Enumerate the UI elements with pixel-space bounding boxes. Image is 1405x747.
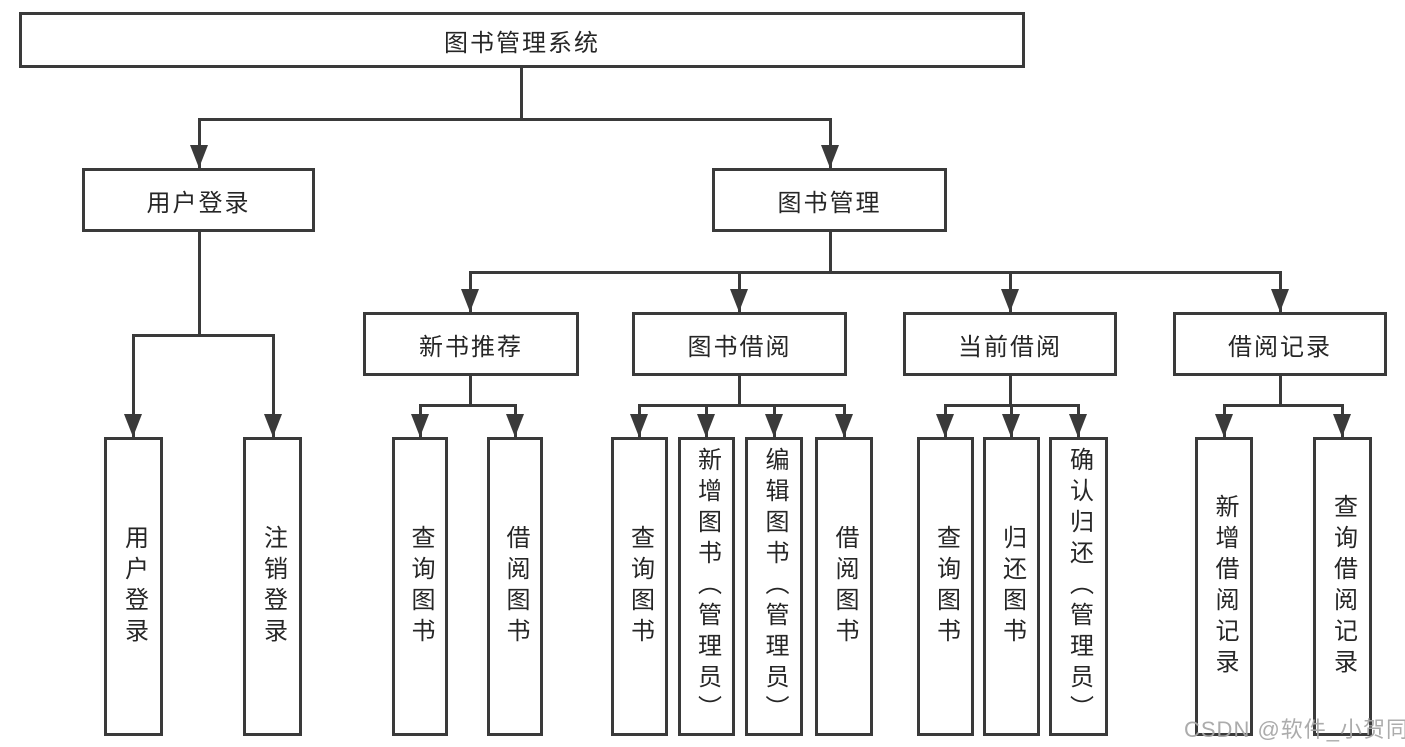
node-leaf-cb-confirm-return: 确认归还（管理员）: [1049, 437, 1108, 736]
node-leaf-nbr-query-books: 查询图书: [392, 437, 448, 736]
node-current-borrowing-label: 当前借阅: [958, 333, 1062, 361]
node-leaf-logout-label: 注销登录: [259, 524, 287, 649]
node-current-borrowing: 当前借阅: [903, 312, 1117, 376]
arrowhead-down: [1001, 289, 1019, 312]
connector-line: [197, 118, 201, 168]
arrowhead-down: [461, 289, 479, 312]
node-leaf-bb-edit-books-label: 编辑图书（管理员）: [761, 447, 788, 726]
arrowhead-down: [124, 414, 142, 437]
arrowhead-down: [1002, 414, 1020, 437]
node-borrowing-records: 借阅记录: [1173, 312, 1387, 376]
node-borrowing-records-label: 借阅记录: [1228, 333, 1332, 361]
arrowhead-down: [821, 145, 839, 168]
node-leaf-bb-edit-books: 编辑图书（管理员）: [745, 437, 803, 736]
connector-line: [271, 334, 275, 437]
arrowhead-down: [936, 414, 954, 437]
node-leaf-bb-query-books-label: 查询图书: [626, 524, 654, 649]
node-leaf-bb-borrow-books: 借阅图书: [815, 437, 873, 736]
arrowhead-down: [1069, 414, 1087, 437]
node-leaf-cb-confirm-return-label: 确认归还（管理员）: [1065, 447, 1093, 726]
arrowhead-down: [264, 414, 282, 437]
arrowhead-down: [1271, 289, 1289, 312]
connector-line: [131, 334, 275, 337]
node-leaf-cb-query-books: 查询图书: [917, 437, 974, 736]
connector-line: [1278, 376, 1282, 406]
arrowhead-down: [1333, 414, 1351, 437]
connector-line: [637, 404, 846, 407]
node-leaf-br-query-record-label: 查询借阅记录: [1329, 493, 1357, 680]
node-root: 图书管理系统: [19, 12, 1025, 68]
arrowhead-down: [730, 289, 748, 312]
node-new-book-recommend: 新书推荐: [363, 312, 579, 376]
csdn-watermark: CSDN @软件_小贺同学: [1184, 717, 1405, 742]
node-leaf-cb-return-books: 归还图书: [983, 437, 1040, 736]
connector-line: [418, 404, 517, 407]
node-book-borrowing: 图书借阅: [632, 312, 847, 376]
connector-line: [468, 376, 472, 406]
arrowhead-down: [765, 414, 783, 437]
connector-line: [828, 232, 832, 274]
node-leaf-logout: 注销登录: [243, 437, 302, 736]
connector-line: [468, 271, 1282, 274]
arrowhead-down: [411, 414, 429, 437]
node-user-login-label: 用户登录: [146, 189, 251, 217]
node-leaf-br-add-record: 新增借阅记录: [1195, 437, 1253, 736]
connector-line: [519, 68, 523, 120]
node-leaf-br-query-record: 查询借阅记录: [1313, 437, 1372, 736]
node-leaf-user-login-label: 用户登录: [120, 524, 148, 649]
node-leaf-bb-borrow-books-label: 借阅图书: [831, 524, 858, 649]
node-leaf-bb-add-books: 新增图书（管理员）: [678, 437, 735, 736]
node-root-label: 图书管理系统: [444, 29, 600, 57]
node-leaf-br-add-record-label: 新增借阅记录: [1211, 493, 1238, 680]
node-book-borrowing-label: 图书借阅: [687, 333, 792, 361]
connector-line: [131, 334, 135, 437]
connector-line: [828, 118, 832, 168]
connector-line: [738, 376, 741, 406]
node-leaf-bb-query-books: 查询图书: [611, 437, 668, 736]
node-book-management: 图书管理: [712, 168, 947, 232]
connector-line: [197, 118, 832, 121]
arrowhead-down: [835, 414, 853, 437]
node-leaf-cb-query-books-label: 查询图书: [932, 524, 960, 649]
arrowhead-down: [697, 414, 715, 437]
node-leaf-user-login: 用户登录: [104, 437, 163, 736]
node-leaf-bb-add-books-label: 新增图书（管理员）: [693, 447, 721, 726]
arrowhead-down: [630, 414, 648, 437]
node-book-management-label: 图书管理: [777, 189, 882, 217]
connector-line: [1008, 376, 1012, 406]
node-new-book-recommend-label: 新书推荐: [419, 333, 523, 361]
node-leaf-nbr-borrow-books-label: 借阅图书: [502, 524, 529, 649]
node-user-login: 用户登录: [82, 168, 315, 232]
node-leaf-cb-return-books-label: 归还图书: [998, 524, 1026, 649]
connector-line: [1222, 404, 1344, 407]
arrowhead-down: [190, 145, 208, 168]
connector-line: [197, 232, 201, 337]
node-leaf-nbr-query-books-label: 查询图书: [407, 524, 434, 649]
arrowhead-down: [1215, 414, 1233, 437]
node-leaf-nbr-borrow-books: 借阅图书: [487, 437, 543, 736]
arrowhead-down: [506, 414, 524, 437]
